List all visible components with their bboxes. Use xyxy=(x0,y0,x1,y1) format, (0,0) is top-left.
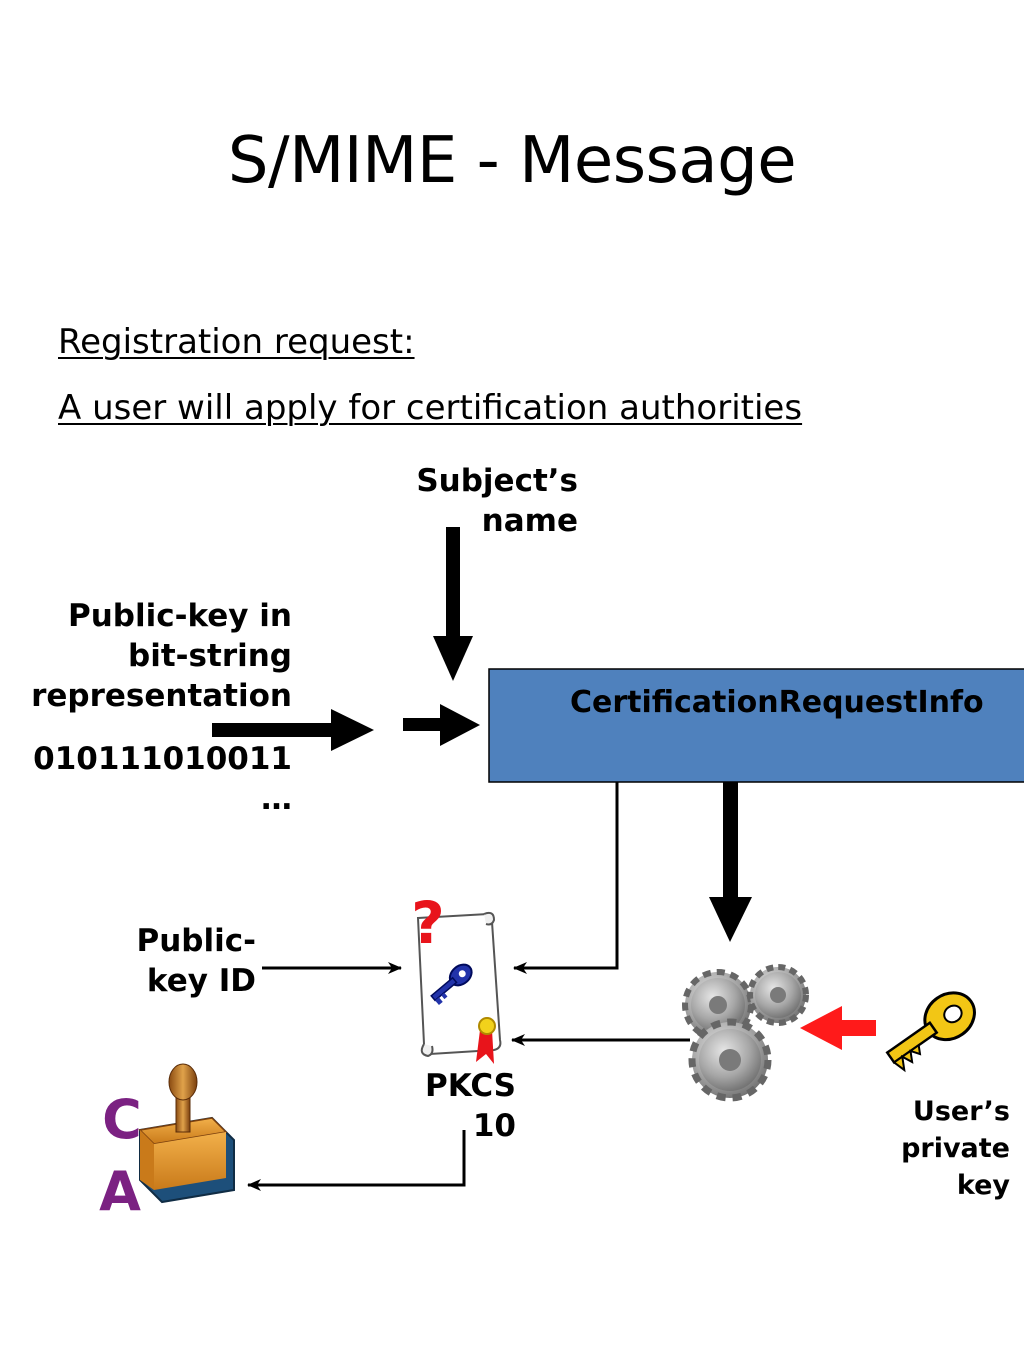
subject-name-label: Subject’s name xyxy=(416,463,578,539)
pkcs-to-ca-arrow xyxy=(247,1130,466,1191)
bit-string-value: 010111010011 … xyxy=(33,741,292,817)
subject-name-arrow xyxy=(433,527,473,681)
box-to-gears-arrow xyxy=(709,782,752,942)
subtitle-apply-for-certification: A user will apply for certification auth… xyxy=(58,388,803,428)
box-to-certificate-arrow xyxy=(513,782,619,974)
public-key-id-label: Public- key ID xyxy=(136,923,256,999)
ca-letter-c: C xyxy=(102,1088,142,1151)
slide-title: S/MIME - Message xyxy=(227,124,797,198)
private-key-arrow xyxy=(800,1006,876,1050)
plus-to-box-arrow xyxy=(403,704,480,746)
certification-request-info-label: CertificationRequestInfo xyxy=(570,685,984,720)
ca-letter-a: A xyxy=(99,1160,141,1223)
certificate-scroll-icon xyxy=(416,911,502,1064)
users-private-key-label: User’s private key xyxy=(901,1096,1010,1201)
question-mark: ? xyxy=(411,889,445,957)
certification-request-info-box xyxy=(488,668,1024,783)
pkcs10-label: PKCS 10 xyxy=(424,1068,516,1144)
golden-key-icon xyxy=(885,991,976,1073)
subtitle-registration-request: Registration request: xyxy=(58,322,415,362)
public-key-arrow xyxy=(212,709,374,751)
public-key-bitstring-label: Public-key in bit-string representation xyxy=(31,598,292,714)
rubber-stamp-icon xyxy=(138,1063,235,1204)
gears-icon xyxy=(682,964,809,1102)
